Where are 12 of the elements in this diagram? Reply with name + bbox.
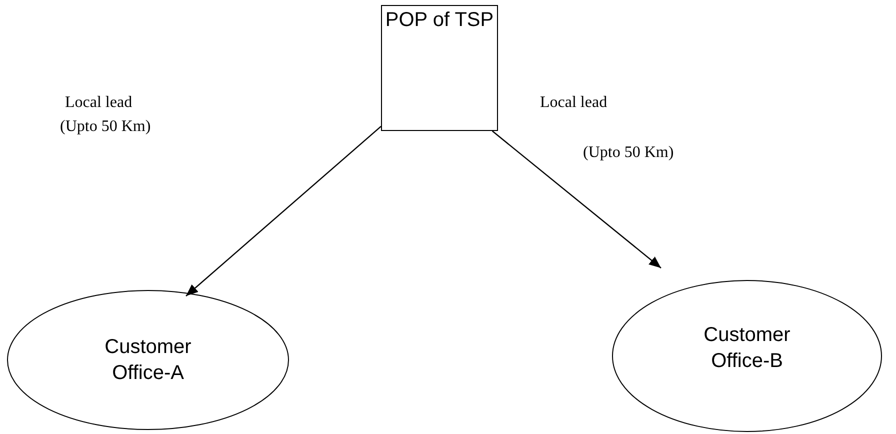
node-label: Customer Office-B [702,323,792,374]
link-label: Local lead [540,94,608,112]
node-label: Customer Office-A [104,335,192,386]
arrow [492,130,662,268]
arrow [186,126,382,296]
pop-box [381,5,498,131]
link-label: (Upto 50 Km) [583,144,674,162]
link-label: Local lead [65,94,132,112]
node-label: POP of TSP [385,8,494,33]
office-ellipse [7,290,289,430]
link-label: (Upto 50 Km) [60,118,151,136]
office-ellipse [612,280,882,432]
